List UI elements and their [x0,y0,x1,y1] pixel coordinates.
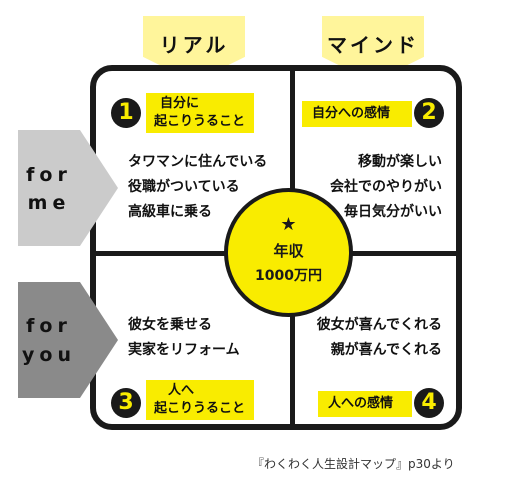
quadrant-4-label: 人への感情 [318,391,412,417]
quadrant-3-label: 人へ 起こりうること [146,380,254,420]
for-me-line2: me [27,192,71,214]
quadrant-1-number: 1 [111,98,141,128]
list-item: 実家をリフォーム [128,342,240,358]
list-item: 毎日気分がいい [344,204,442,220]
quadrant-1-label-line1: 自分に [160,96,200,111]
list-item: タワマンに住んでいる [128,154,268,170]
tag-real-label: リアル [159,33,229,57]
for-you-line2: you [22,344,76,366]
quadrant-1-items: タワマンに住んでいる 役職がついている 高級車に乗る [128,150,267,225]
quadrant-2-number: 2 [414,98,444,128]
quadrant-4-number: 4 [414,388,444,418]
tag-mind-label: マインド [327,33,419,57]
arrow-for-me: for me [18,130,118,246]
star-icon: ★ [280,214,297,235]
list-item: 役職がついている [128,179,240,195]
list-item: 彼女が喜んでくれる [316,317,442,333]
quadrant-3-label-line1: 人へ [168,383,195,398]
quadrant-2-items: 移動が楽しい 会社でのやりがい 毎日気分がいい [326,150,442,225]
center-line1: 年収 [273,242,304,260]
list-item: 会社でのやりがい [330,179,442,195]
quadrant-3-label-line2: 起こりうること [154,401,246,416]
center-goal-circle: ★ 年収 1000万円 [224,188,353,317]
source-caption: 『わくわく人生設計マップ』p30より [252,457,455,471]
quadrant-2-label: 自分への感情 [302,101,412,127]
center-line2: 1000万円 [255,268,322,284]
quadrant-1-label: 自分に 起こりうること [146,93,254,133]
list-item: 彼女を乗せる [128,317,212,333]
for-you-line1: for [26,315,72,337]
for-me-line1: for [26,164,72,186]
list-item: 高級車に乗る [128,204,212,220]
quadrant-4-items: 彼女が喜んでくれる 親が喜んでくれる [310,313,442,363]
quadrant-3-items: 彼女を乗せる 実家をリフォーム [128,313,240,363]
list-item: 移動が楽しい [358,154,442,170]
quadrant-1-label-line2: 起こりうること [154,114,246,129]
quadrant-3-number: 3 [111,388,141,418]
list-item: 親が喜んでくれる [330,342,442,358]
